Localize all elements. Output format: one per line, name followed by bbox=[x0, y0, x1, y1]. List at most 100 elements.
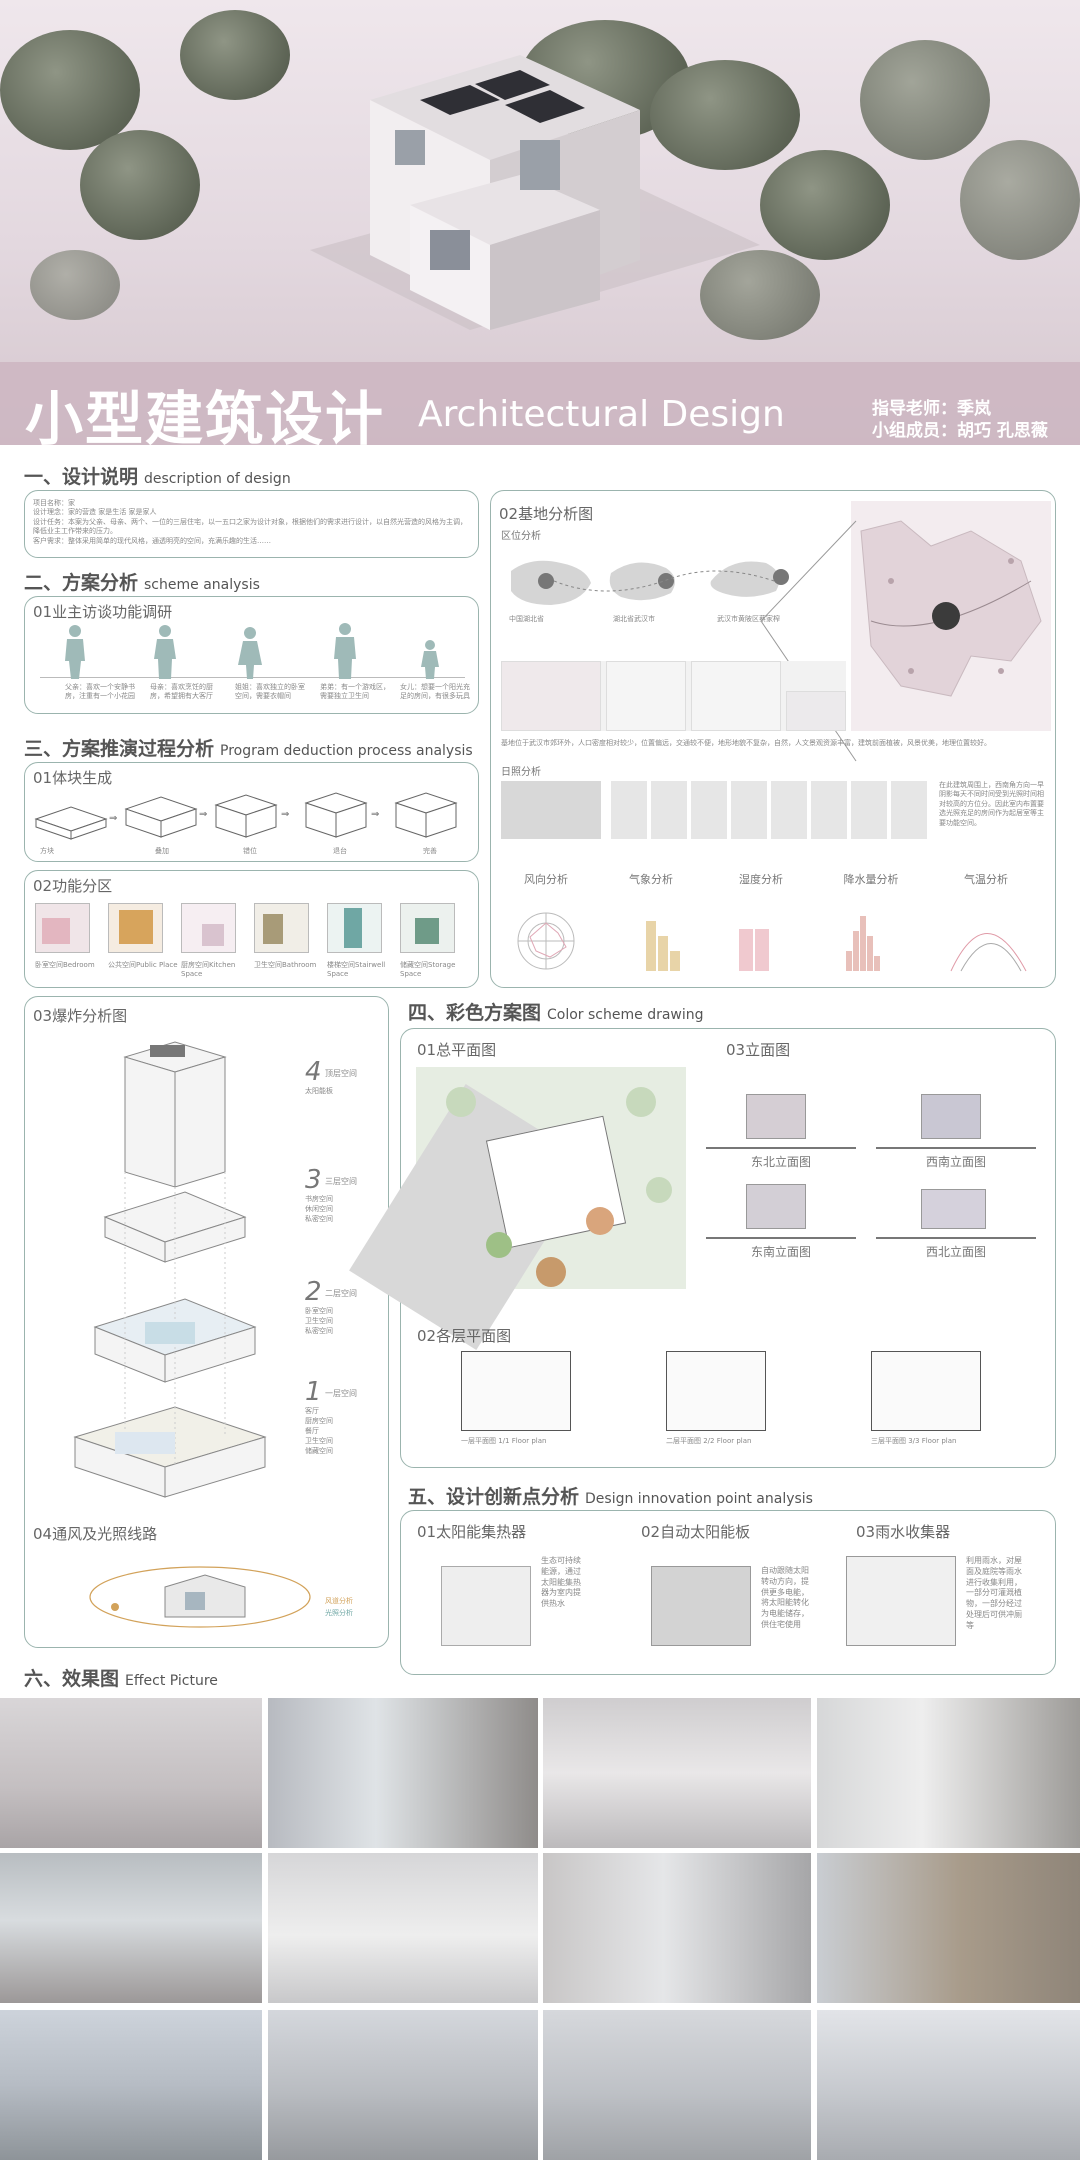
innovation-title-2: 02自动太阳能板 bbox=[641, 1523, 751, 1541]
zone-cube-stair bbox=[327, 903, 382, 953]
zone-label-4: 卫生空间Bathroom bbox=[254, 961, 317, 969]
title-cn: 小型建筑设计 bbox=[25, 385, 386, 445]
photo-interior-bedroom bbox=[817, 1698, 1080, 1848]
sun-text: 在此建筑周围上，西南角方向一早阴影每天不同时间受到光照时间相对较高的方位分。因此… bbox=[939, 781, 1044, 827]
location-maps bbox=[511, 560, 789, 605]
zone-cube-kitchen bbox=[181, 903, 236, 953]
innovation-text-1: 生态可持续能源，通过太阳能集热器为室内提供热水 bbox=[541, 1556, 581, 1609]
zone-label-6: 储藏空间Storage Space bbox=[400, 961, 456, 979]
interview-note-4: 弟弟：有一个游戏区，需要独立卫生间 bbox=[320, 683, 390, 701]
vent-title: 04通风及光照线路 bbox=[33, 1525, 158, 1543]
climate-humidity: 湿度分析 bbox=[739, 873, 783, 886]
building-render bbox=[310, 55, 760, 330]
photo-interior-living bbox=[0, 1698, 262, 1848]
zone-cube-public bbox=[108, 903, 163, 953]
floor-3-item-3: 私密空间 bbox=[305, 1215, 333, 1223]
interview-note-1: 父亲：喜欢一个安静书房，注重有一个小花园 bbox=[65, 683, 135, 701]
elevation-label-nw: 西北立面图 bbox=[925, 1245, 986, 1259]
people-silhouettes bbox=[65, 623, 439, 679]
site-title: 02基地分析图 bbox=[499, 505, 594, 523]
zoning-panel: 02功能分区 卧室空间Bedroom 公共空间Public Place 厨房空间… bbox=[24, 870, 479, 988]
floor-plan-2 bbox=[666, 1351, 766, 1431]
elevation-label-sw: 西南立面图 bbox=[925, 1155, 986, 1169]
photo-interior-kitchen bbox=[543, 1853, 811, 2003]
zone-cube-storage bbox=[400, 903, 455, 953]
site-maps-row bbox=[501, 661, 846, 731]
floor-2-item-3: 私密空间 bbox=[305, 1327, 333, 1335]
members: 小组成员：胡巧 孔思薇 bbox=[872, 421, 1048, 441]
solar-collector-diagram bbox=[441, 1566, 531, 1646]
floor-4-item-1: 太阳能板 bbox=[305, 1087, 333, 1095]
floor-name-4: 顶层空间 bbox=[325, 1069, 357, 1078]
zone-label-5: 楼梯空间Stairwell Space bbox=[327, 961, 386, 979]
zone-label-2: 公共空间Public Place bbox=[108, 961, 178, 969]
photo-interior-lounge bbox=[0, 1853, 262, 2003]
volume-step-1: 方块 bbox=[40, 847, 54, 855]
volume-step-5: 完善 bbox=[423, 847, 437, 855]
floor-name-3: 三层空间 bbox=[325, 1177, 357, 1186]
elevation-ne bbox=[706, 1089, 856, 1149]
innovation-title-3: 03雨水收集器 bbox=[856, 1523, 951, 1541]
innovation-text-2: 自动跟随太阳转动方向，提供更多电能，将太阳能转化为电能储存，供住宅使用 bbox=[761, 1566, 809, 1629]
interview-note-3: 姐姐：喜欢独立的卧室空间，需要衣帽间 bbox=[235, 683, 305, 701]
site-analysis-panel: 02基地分析图 区位分析 中国湖北省 湖北省武汉市 武汉市黄陂区蔡家榨 基地位于… bbox=[490, 490, 1056, 988]
photo-exterior-view-3 bbox=[543, 2010, 811, 2160]
elevation-sw bbox=[876, 1089, 1036, 1149]
sun-title: 日照分析 bbox=[501, 767, 541, 778]
design-text: 项目名称：家 设计理念：家的营造 家是生活 家是家人 设计任务：本案为父亲、母亲… bbox=[33, 499, 467, 545]
location-title: 区位分析 bbox=[501, 531, 541, 542]
photo-interior-study bbox=[268, 1698, 538, 1848]
floor-2-item-2: 卫生空间 bbox=[305, 1317, 333, 1325]
floor-num-3: 3 bbox=[305, 1165, 322, 1195]
innovation-title-1: 01太阳能集热器 bbox=[417, 1523, 527, 1541]
master-plan bbox=[349, 1067, 686, 1351]
photo-interior-corridor bbox=[268, 1853, 538, 2003]
floor-name-2: 二层空间 bbox=[325, 1289, 357, 1298]
interview-note-5: 女儿：想要一个阳光充足的房间，有很多玩具 bbox=[400, 683, 470, 701]
interview-panel: 01业主访谈功能调研 父亲：喜欢一个安静书房，注重有一个小花园 母亲：喜欢烹饪的… bbox=[24, 596, 479, 714]
floor-3-item-1: 书房空间 bbox=[305, 1195, 333, 1203]
floor-plan-3 bbox=[871, 1351, 981, 1431]
climate-wind: 风向分析 bbox=[524, 873, 568, 886]
innovation-panel: 01太阳能集热器 生态可持续能源，通过太阳能集热器为室内提供热水 02自动太阳能… bbox=[400, 1510, 1056, 1675]
svg-text:⇒: ⇒ bbox=[371, 809, 379, 820]
floor-1-item-3: 餐厅 bbox=[305, 1427, 319, 1435]
site-text: 基地位于武汉市郊环外，人口密度相对较少，位置偏远，交通较不便，地形地貌不复杂，自… bbox=[501, 739, 991, 747]
master-plan-title: 01总平面图 bbox=[417, 1041, 497, 1059]
zone-cube-bedroom bbox=[35, 903, 90, 953]
zone-label-3: 厨房空间Kitchen Space bbox=[181, 961, 236, 979]
floor-3-item-2: 休闲空间 bbox=[305, 1205, 333, 1213]
elevation-nw bbox=[876, 1179, 1036, 1239]
climate-temp: 气温分析 bbox=[964, 873, 1008, 886]
volume-panel: 01体块生成 ⇒⇒⇒⇒ 方块 叠加 错位 退台 完善 bbox=[24, 762, 479, 862]
title-en: Architectural Design bbox=[418, 394, 785, 435]
legend-wind: 风道分析 bbox=[325, 1597, 353, 1605]
volume-title: 01体块生成 bbox=[33, 769, 113, 787]
photo-exterior-view-1 bbox=[0, 2010, 262, 2160]
floor-num-1: 1 bbox=[305, 1377, 322, 1407]
floor-1-item-1: 客厅 bbox=[305, 1407, 319, 1415]
elevation-se bbox=[706, 1179, 856, 1239]
volume-step-3: 错位 bbox=[243, 847, 257, 855]
map-label-3: 武汉市黄陂区蔡家榨 bbox=[717, 615, 780, 623]
innovation-text-3: 利用雨水，对屋面及庭院等雨水进行收集利用，一部分可灌溉植物，一部分经过处理后可供… bbox=[966, 1556, 1022, 1630]
photo-interior-hall bbox=[543, 1698, 811, 1848]
interview-note-2: 母亲：喜欢烹饪的厨房，希望拥有大客厅 bbox=[150, 683, 213, 701]
floor-num-2: 2 bbox=[305, 1277, 322, 1307]
rain-collector-diagram bbox=[846, 1556, 956, 1646]
sun-diagrams bbox=[501, 781, 931, 839]
floor-plan-label-1: 一层平面图 1/1 Floor plan bbox=[461, 1437, 547, 1445]
color-scheme-panel: 01总平面图 03立面图 东北立面图 西南立面图 东南立面图 西北立面图 02各… bbox=[349, 1028, 1056, 1468]
site-satellite-map bbox=[851, 501, 1051, 731]
svg-text:⇒: ⇒ bbox=[109, 813, 117, 824]
zoning-title: 02功能分区 bbox=[33, 877, 113, 895]
floor-name-1: 一层空间 bbox=[325, 1389, 357, 1398]
ventilation-diagram bbox=[89, 1566, 311, 1628]
floor-1-item-5: 储藏空间 bbox=[305, 1447, 333, 1455]
volume-step-2: 叠加 bbox=[155, 847, 169, 855]
